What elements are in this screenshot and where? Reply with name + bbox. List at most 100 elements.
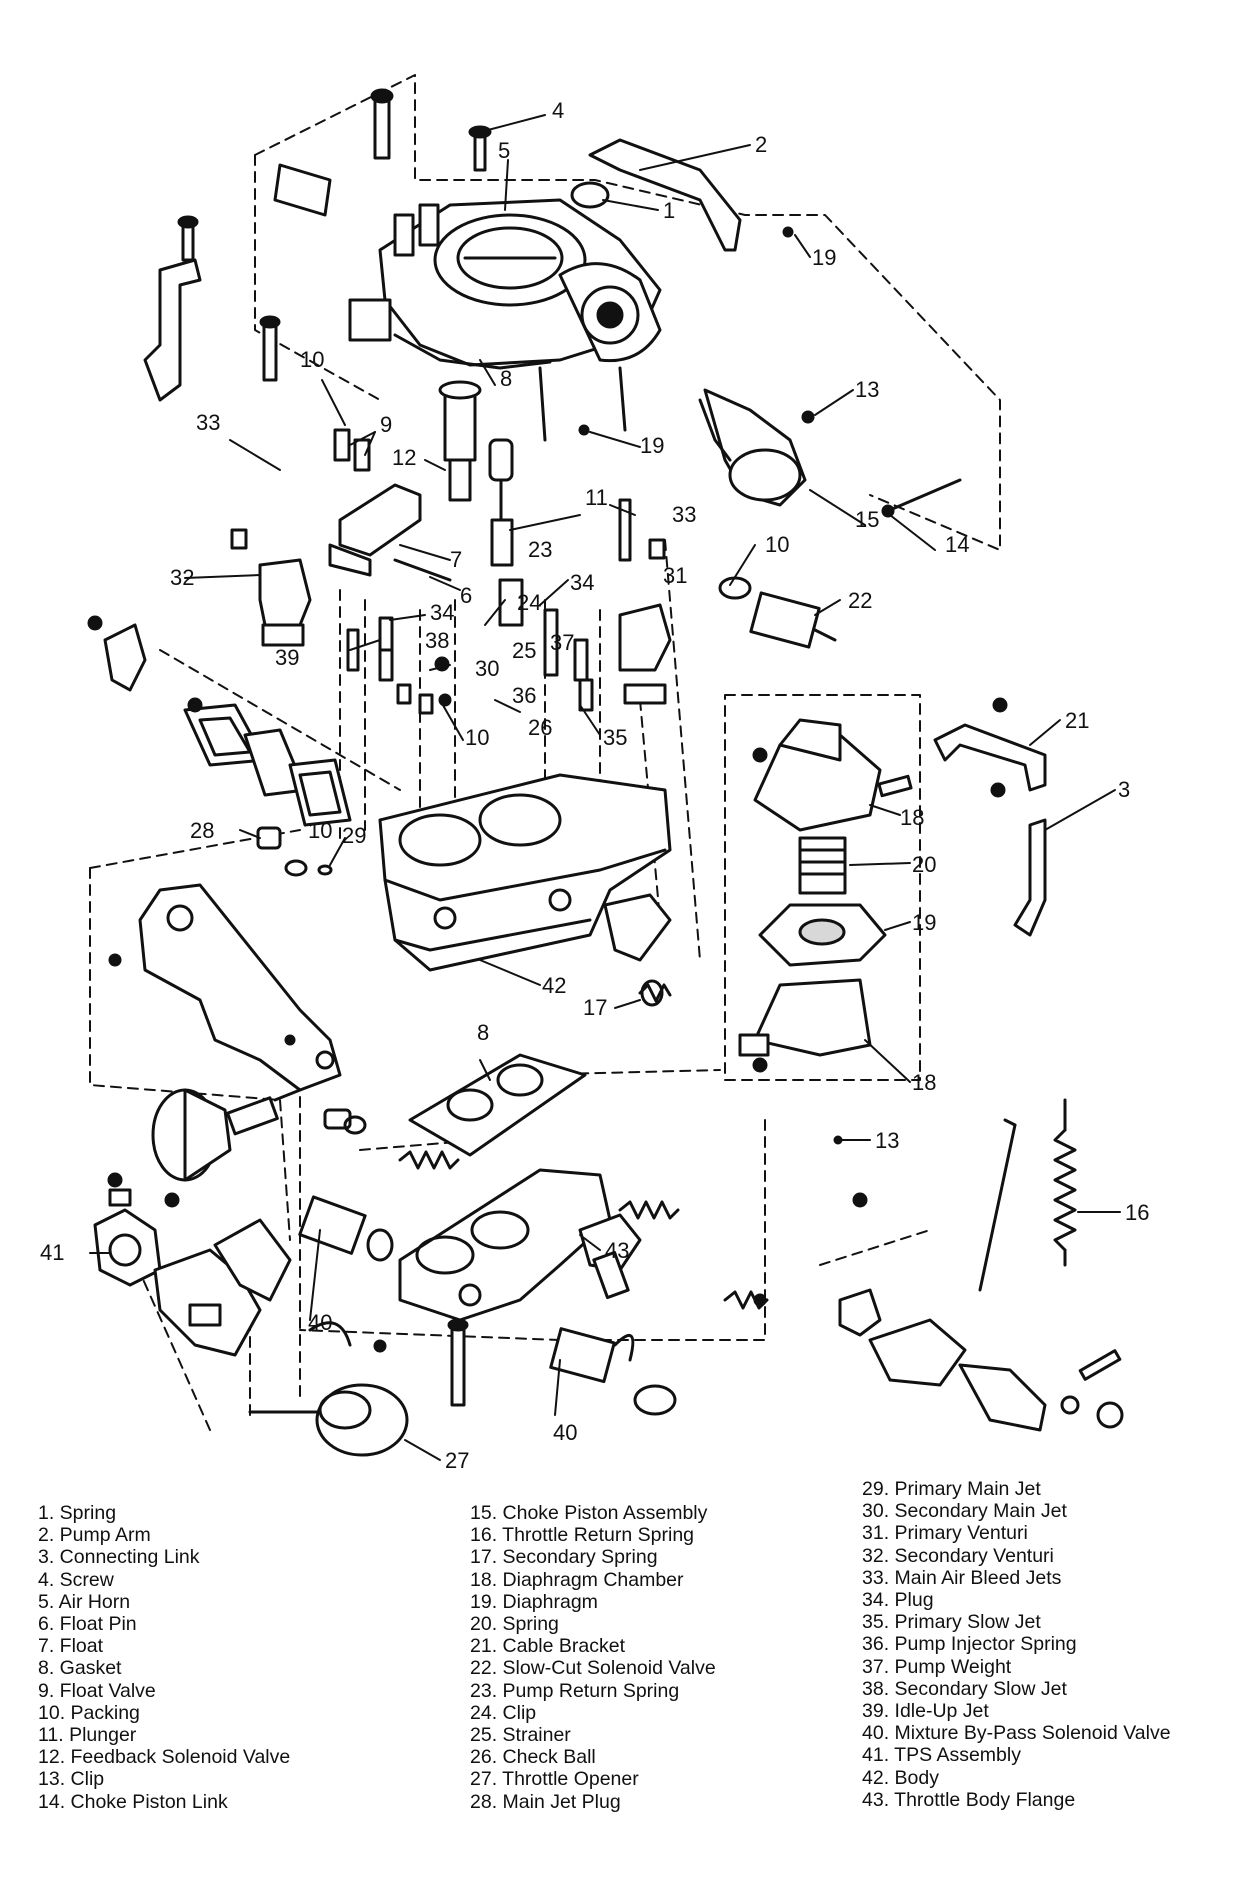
legend-item: 35. Primary Slow Jet bbox=[862, 1611, 1041, 1634]
diaphragm-chamber-stack bbox=[724, 694, 921, 1081]
callout-33b: 33 bbox=[672, 502, 696, 527]
jets-cluster bbox=[346, 498, 632, 715]
callout-14: 14 bbox=[945, 532, 969, 557]
callout-25: 25 bbox=[512, 638, 536, 663]
float-pin bbox=[393, 558, 452, 582]
choke-piston-assembly bbox=[698, 388, 807, 507]
legend-item: 27. Throttle Opener bbox=[470, 1768, 639, 1791]
callout-21: 21 bbox=[1065, 708, 1089, 733]
callout-34a: 34 bbox=[570, 570, 594, 595]
legend-item: 14. Choke Piston Link bbox=[38, 1790, 228, 1813]
callout-19b: 19 bbox=[640, 433, 664, 458]
gasket-lower bbox=[408, 1053, 587, 1157]
legend-column-1: 1. Spring 2. Pump Arm 3. Connecting Link… bbox=[38, 1502, 290, 1813]
callout-42: 42 bbox=[542, 973, 566, 998]
callout-10c: 10 bbox=[465, 725, 489, 750]
legend-item: 11. Plunger bbox=[38, 1724, 137, 1747]
callout-40b: 40 bbox=[553, 1420, 577, 1445]
callout-36: 36 bbox=[512, 683, 536, 708]
legend-item: 29. Primary Main Jet bbox=[862, 1478, 1041, 1500]
tps-bracket bbox=[153, 1218, 292, 1357]
legend-item: 21. Cable Bracket bbox=[470, 1635, 626, 1658]
callout-34b: 34 bbox=[430, 600, 454, 625]
legend-item: 33. Main Air Bleed Jets bbox=[862, 1566, 1062, 1589]
callout-4: 4 bbox=[552, 98, 564, 123]
callout-3: 3 bbox=[1118, 777, 1130, 802]
callout-40a: 40 bbox=[308, 1310, 332, 1335]
mixture-bypass-solenoid-valve-left bbox=[298, 1195, 394, 1262]
callout-18b: 18 bbox=[912, 1070, 936, 1095]
callout-10a: 10 bbox=[300, 347, 324, 372]
legend-item: 13. Clip bbox=[38, 1768, 105, 1791]
legend-item: 38. Secondary Slow Jet bbox=[862, 1677, 1067, 1700]
legend-item: 10. Packing bbox=[38, 1701, 140, 1724]
legend-item: 30. Secondary Main Jet bbox=[862, 1500, 1067, 1523]
pump-arm bbox=[570, 138, 742, 252]
callout-1: 1 bbox=[663, 198, 675, 223]
callout-10d: 10 bbox=[308, 818, 332, 843]
plunger bbox=[488, 438, 514, 567]
legend-item: 7. Float bbox=[38, 1635, 104, 1658]
legend-column-3: 29. Primary Main Jet 30. Secondary Main … bbox=[862, 1478, 1171, 1811]
callout-26: 26 bbox=[528, 715, 552, 740]
legend-item: 40. Mixture By-Pass Solenoid Valve bbox=[862, 1722, 1171, 1745]
callout-43: 43 bbox=[605, 1238, 629, 1263]
carburetor-exploded-diagram: 4 5 2 1 19 10 8 13 9 33 19 12 11 15 14 3… bbox=[40, 74, 1149, 1473]
tps-assembly bbox=[93, 1188, 162, 1287]
legend-item: 22. Slow-Cut Solenoid Valve bbox=[470, 1657, 716, 1680]
legend-item: 9. Float Valve bbox=[38, 1679, 156, 1702]
legend-item: 15. Choke Piston Assembly bbox=[470, 1502, 708, 1524]
legend-item: 42. Body bbox=[862, 1766, 939, 1789]
legend-item: 31. Primary Venturi bbox=[862, 1522, 1028, 1545]
legend-item: 1. Spring bbox=[38, 1502, 117, 1524]
callout-30: 30 bbox=[475, 656, 499, 681]
feedback-solenoid-valve bbox=[438, 380, 482, 502]
choke-piston-link bbox=[881, 478, 962, 518]
legend-item: 20. Spring bbox=[470, 1613, 559, 1636]
callout-19c: 19 bbox=[912, 910, 936, 935]
gaskets-left bbox=[103, 623, 352, 827]
legend-item: 36. Pump Injector Spring bbox=[862, 1633, 1077, 1656]
callout-11: 11 bbox=[585, 485, 608, 510]
callout-17: 17 bbox=[583, 995, 607, 1020]
callout-18a: 18 bbox=[900, 805, 924, 830]
legend-item: 17. Secondary Spring bbox=[470, 1546, 658, 1569]
callout-33a: 33 bbox=[196, 410, 220, 435]
legend-item: 19. Diaphragm bbox=[470, 1590, 598, 1613]
callout-15: 15 bbox=[855, 507, 879, 532]
primary-venturi bbox=[618, 538, 672, 705]
callout-23: 23 bbox=[528, 537, 552, 562]
legend-item: 34. Plug bbox=[862, 1589, 934, 1612]
legend-item: 43. Throttle Body Flange bbox=[862, 1788, 1076, 1811]
callout-8a: 8 bbox=[500, 366, 512, 391]
callout-27: 27 bbox=[445, 1448, 469, 1473]
legend-item: 26. Check Ball bbox=[470, 1746, 596, 1769]
secondary-spring-lower bbox=[323, 1108, 460, 1170]
callout-35: 35 bbox=[603, 725, 627, 750]
connecting-link bbox=[1013, 818, 1047, 937]
callout-7: 7 bbox=[450, 547, 462, 572]
legend-item: 32. Secondary Venturi bbox=[862, 1544, 1054, 1567]
callout-leaders bbox=[89, 114, 1121, 1461]
callout-37: 37 bbox=[550, 630, 574, 655]
legend-item: 8. Gasket bbox=[38, 1657, 122, 1680]
callout-24: 24 bbox=[517, 590, 541, 615]
callout-29: 29 bbox=[342, 823, 366, 848]
secondary-venturi bbox=[230, 528, 312, 647]
legend-item: 3. Connecting Link bbox=[38, 1546, 200, 1569]
legend-item: 39. Idle-Up Jet bbox=[862, 1700, 989, 1723]
carburetor-body bbox=[378, 773, 672, 972]
callout-2: 2 bbox=[755, 132, 767, 157]
callout-9: 9 bbox=[380, 412, 392, 437]
legend-item: 41. TPS Assembly bbox=[862, 1744, 1021, 1767]
callout-41: 41 bbox=[40, 1240, 64, 1265]
float-valve bbox=[333, 428, 371, 472]
legend-item: 4. Screw bbox=[38, 1568, 114, 1591]
legend-item: 6. Float Pin bbox=[38, 1613, 137, 1636]
legend-item: 16. Throttle Return Spring bbox=[470, 1524, 695, 1547]
callout-5: 5 bbox=[498, 138, 510, 163]
callout-20: 20 bbox=[912, 852, 936, 877]
callout-6: 6 bbox=[460, 583, 472, 608]
legend-item: 23. Pump Return Spring bbox=[470, 1679, 680, 1702]
callout-31: 31 bbox=[663, 563, 687, 588]
